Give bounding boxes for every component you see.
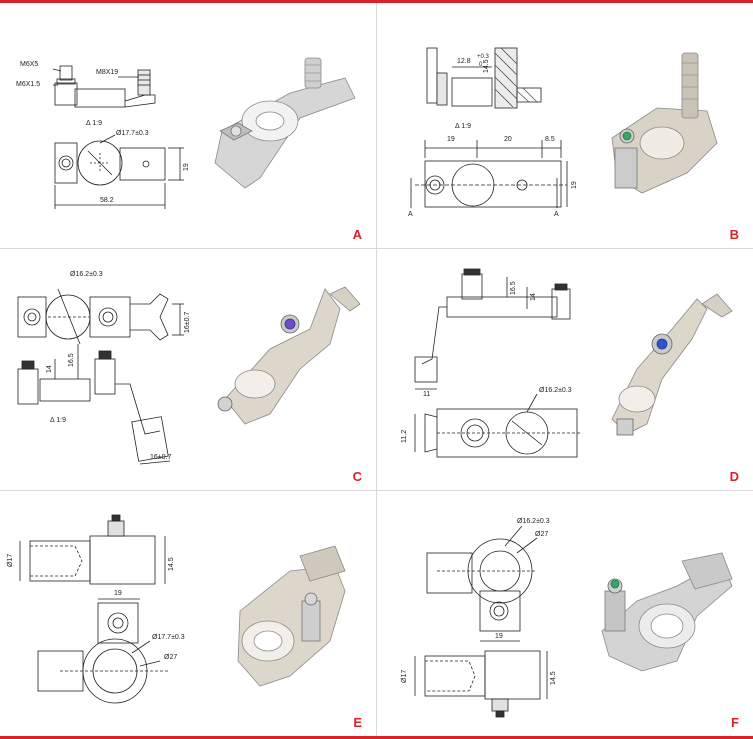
- panel-c-drawing: [17, 286, 361, 465]
- label-b-d128: 12.8: [457, 58, 471, 65]
- label-f-w19: 19: [495, 633, 503, 640]
- panel-e-letter: E: [353, 715, 362, 730]
- panel-b-product-render: [611, 52, 718, 194]
- panel-c-letter: C: [352, 469, 362, 484]
- label-c-dia: Ø16.2±0.3: [70, 271, 103, 278]
- label-b-tol: +0.3: [477, 54, 489, 60]
- label-c-taper: Δ 1:9: [50, 417, 66, 424]
- label-a-taper: Δ 1:9: [86, 120, 102, 127]
- label-e-d27: Ø27: [164, 654, 178, 661]
- label-e-d17: Ø17: [7, 553, 14, 567]
- panel-d-letter: D: [729, 469, 739, 484]
- panel-d-product-render: [611, 293, 733, 436]
- label-c-w16: 16±0.7: [150, 454, 172, 461]
- label-d-h112: 11.2: [401, 429, 408, 443]
- label-a-height: 19: [183, 163, 190, 171]
- panel-c-product-render: [217, 286, 361, 425]
- label-b-section-a-right: A: [554, 211, 559, 218]
- label-e-w19: 19: [114, 590, 122, 597]
- column-divider: [376, 3, 377, 736]
- panel-b-letter: B: [729, 227, 739, 242]
- top-accent-rule: [0, 0, 753, 3]
- row-divider-2: [0, 490, 753, 491]
- panel-f-drawing: [414, 525, 733, 718]
- label-d-h165: 16.5: [510, 281, 517, 295]
- panel-b-drawing: [410, 47, 718, 208]
- panel-a-drawing: [52, 57, 356, 209]
- label-b-d19: 19: [447, 136, 455, 143]
- label-c-h165: 16.5: [68, 353, 75, 367]
- label-d-h14: 14: [530, 293, 537, 301]
- panel-d: 16.5 14 11 Ø16.2±0.3 11.2 D: [377, 249, 753, 490]
- label-f-dia: Ø16.2±0.3: [517, 518, 550, 525]
- bottom-accent-rule: [0, 736, 753, 739]
- panel-e-drawing: [19, 514, 346, 704]
- panel-a-letter: A: [352, 227, 362, 242]
- label-b-d20: 20: [504, 136, 512, 143]
- label-e-dia: Ø17.7±0.3: [152, 634, 185, 641]
- row-divider-1: [0, 248, 753, 249]
- panel-e: Ø17 14.5 19 Ø17.7±0.3 Ø27 E: [0, 491, 376, 736]
- label-d-w11: 11: [423, 391, 431, 398]
- label-b-tol0: 0: [479, 62, 483, 68]
- panel-c: Ø16.2±0.3 16±0.7 14 16.5 Δ 1:9 16±0.7 C: [0, 249, 376, 490]
- label-c-h16: 16±0.7: [184, 311, 191, 333]
- panel-f-product-render: [601, 552, 733, 672]
- label-d-dia: Ø16.2±0.3: [539, 387, 572, 394]
- label-a-m6x15: M6X1.5: [16, 81, 41, 88]
- panel-f-letter: F: [731, 715, 739, 730]
- label-a-dia: Ø17.7±0.3: [116, 130, 149, 137]
- label-e-h145: 14.5: [168, 557, 175, 571]
- label-b-h145: 14.5: [483, 59, 490, 73]
- panel-b: 12.8 +0.3 0 14.5 Δ 1:9 19 20 8.5 19 A A …: [377, 3, 753, 248]
- panel-a-product-render: [214, 57, 356, 189]
- label-a-m8x19: M8X19: [96, 69, 119, 76]
- panel-d-drawing: [414, 268, 733, 458]
- panel-e-product-render: [237, 545, 346, 687]
- label-b-taper: Δ 1:9: [455, 123, 471, 130]
- label-b-section-a-left: A: [408, 211, 413, 218]
- panel-f: Ø16.2±0.3 Ø27 19 Ø17 14.5 F: [377, 491, 753, 736]
- label-f-d27: Ø27: [535, 531, 549, 538]
- panel-a: M6X5 M6X1.5 M8X19 Δ 1:9 Ø17.7±0.3 58.2 1…: [0, 3, 376, 248]
- label-f-d17: Ø17: [401, 669, 408, 683]
- label-c-h14: 14: [46, 365, 53, 373]
- label-a-m6x5: M6X5: [20, 61, 39, 68]
- label-b-d85: 8.5: [545, 136, 555, 143]
- label-b-h19: 19: [571, 181, 578, 189]
- label-f-h145: 14.5: [550, 671, 557, 685]
- label-a-width: 58.2: [100, 197, 114, 204]
